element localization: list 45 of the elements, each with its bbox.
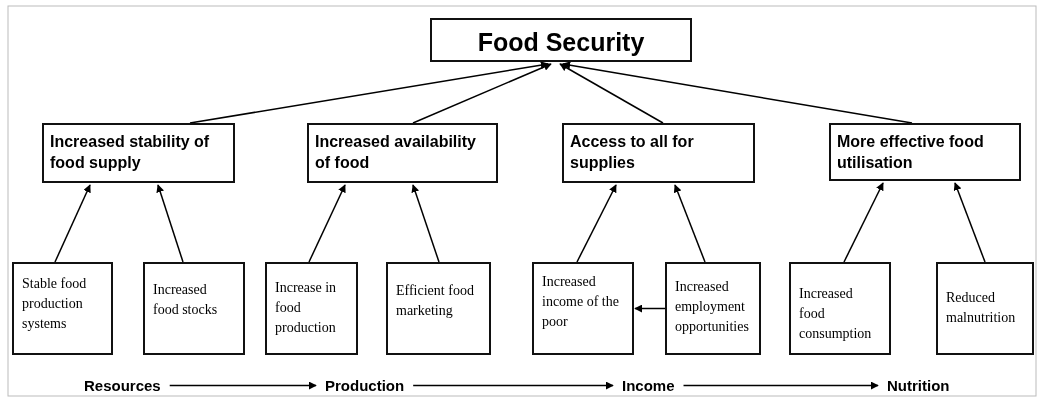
arrow [308, 184, 346, 263]
node-text: Increased income of the poor [542, 273, 620, 331]
node-text: Increased food consumption [799, 285, 873, 343]
factor-box [386, 262, 491, 355]
factor-box [665, 262, 761, 355]
node-text: Access to all for supplies [570, 132, 695, 173]
node-text: Increased food stocks [153, 281, 219, 319]
node-text: Reduced malnutrition [946, 289, 1017, 327]
node-text: Food Security [476, 28, 646, 57]
stage-label: Nutrition [887, 377, 950, 394]
node-text: Efficient food marketing [396, 282, 475, 320]
factor-box [143, 262, 245, 355]
arrow [682, 381, 879, 390]
factor-box [532, 262, 634, 355]
goal-box [829, 123, 1021, 181]
goal-box [42, 123, 235, 183]
node-text: Increase in food production [275, 279, 338, 337]
arrow [562, 61, 913, 124]
stage-label: Income [622, 377, 675, 394]
arrow [412, 381, 614, 390]
arrow [634, 304, 666, 313]
factor-box [12, 262, 113, 355]
node-text: Increased employment opportunities [675, 278, 750, 336]
node-text: Stable food production systems [22, 275, 88, 333]
factor-box [936, 262, 1034, 355]
node-text: Increased stability of food supply [50, 132, 211, 173]
node-text: Increased availability of food [315, 132, 476, 173]
node-text: More effective food utilisation [837, 132, 985, 173]
factor-box [789, 262, 891, 355]
arrow [411, 184, 440, 263]
goal-box [307, 123, 498, 183]
arrow [54, 184, 91, 263]
stage-label: Production [325, 377, 405, 394]
arrow [168, 381, 317, 390]
stage-label: Resources [84, 377, 161, 394]
arrow [576, 184, 617, 263]
factor-box [265, 262, 358, 355]
arrow [673, 184, 706, 263]
arrow [412, 63, 552, 124]
arrow [953, 182, 986, 263]
title-box [430, 18, 692, 62]
goal-box [562, 123, 755, 183]
arrow [843, 182, 884, 263]
arrow [559, 63, 664, 124]
arrow [156, 184, 184, 263]
